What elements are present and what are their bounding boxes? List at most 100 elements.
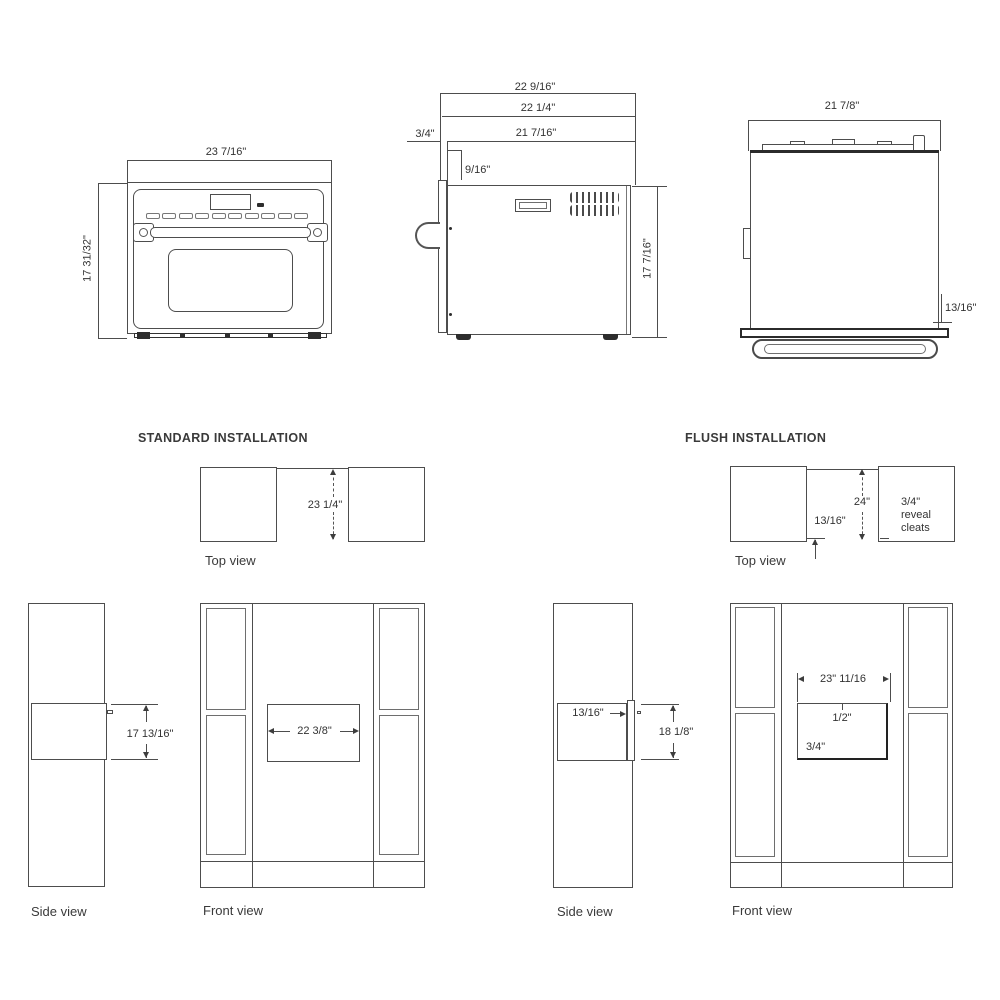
dim-side-height: 17 7/16": [641, 238, 654, 279]
foot: [603, 334, 618, 340]
extension-line: [440, 93, 441, 180]
dimension-line: [340, 731, 354, 732]
dim-cleat-offset: 13/16": [572, 707, 604, 719]
cutout-back-line: [277, 468, 348, 469]
dim-rear-width: 21 7/8": [824, 100, 860, 112]
dimension-line: [146, 706, 147, 722]
extension-line: [447, 141, 448, 186]
top-bump: [790, 141, 805, 145]
extension-line: [98, 338, 127, 339]
side-vents: [570, 192, 619, 203]
dimension-line: [862, 472, 863, 496]
panel: [206, 715, 246, 855]
leader-line: [815, 540, 816, 559]
handle-cap-detail: [139, 228, 148, 237]
vent-slot: [228, 213, 242, 219]
extension-line: [331, 160, 332, 182]
dim-reveal-bottom: 3/4": [806, 741, 826, 753]
top-view-label: Top view: [735, 553, 786, 568]
dim-opening-height: 17 13/16": [126, 728, 174, 740]
panel: [735, 713, 775, 857]
cabinet-left: [730, 466, 807, 542]
extension-line: [98, 183, 127, 184]
top-bump: [832, 139, 855, 145]
rating-plate-inner: [519, 202, 547, 209]
cabinet-left: [200, 467, 277, 542]
top-view-label: Top view: [205, 553, 256, 568]
dimension-line: [673, 743, 674, 758]
vent-slot: [179, 213, 193, 219]
dimension-line: [440, 93, 635, 94]
panel: [735, 607, 775, 708]
dim-depth-body: 21 7/16": [515, 127, 557, 139]
cutout-back-line: [807, 469, 878, 470]
dimension-line: [657, 186, 658, 337]
dim-door-thickness: 3/4": [415, 128, 435, 140]
extension-line: [940, 120, 941, 151]
hinge-dot: [449, 313, 452, 316]
dim-offset: 9/16": [465, 164, 491, 176]
front-view-label: Front view: [203, 903, 263, 918]
cleat-line: [807, 538, 825, 539]
panel: [908, 607, 948, 708]
base-tick: [268, 334, 273, 337]
hinge-dot: [449, 227, 452, 230]
opening-profile: [557, 703, 627, 761]
dim-cutout-depth: 23 1/4": [307, 499, 343, 511]
arrowhead-up: [670, 705, 676, 711]
front-edge-tick: [637, 711, 641, 714]
dim-reveal-top: 1/2": [832, 712, 852, 724]
arrowhead-right: [353, 728, 359, 734]
foot: [308, 332, 321, 339]
dimension-line: [333, 472, 334, 497]
rear-top-edge: [750, 150, 939, 153]
front-edge-tick: [107, 710, 113, 714]
extension-line: [127, 160, 128, 182]
base-plate: [740, 328, 949, 338]
extension-line: [111, 759, 158, 760]
toe-kick-line: [730, 862, 953, 863]
stile-line: [781, 603, 782, 888]
door-window: [168, 249, 293, 312]
cabinet-right: [878, 466, 955, 542]
stile-line: [373, 603, 374, 888]
extension-line: [632, 337, 667, 338]
dimension-line: [442, 116, 635, 117]
arrowhead-left: [268, 728, 274, 734]
extension-line: [641, 704, 679, 705]
flush-installation-title: FLUSH INSTALLATION: [685, 431, 827, 445]
rear-panel-line: [626, 186, 627, 334]
arrowhead-down: [670, 752, 676, 758]
center-tick: [842, 704, 843, 710]
foot: [456, 334, 471, 340]
door-handle-bar: [150, 227, 311, 238]
dimension-line: [333, 512, 334, 539]
dim-cutout-depth: 24": [853, 496, 871, 508]
reveal-note-line3: cleats: [901, 522, 930, 534]
reveal-note-line1: 3/4": [901, 496, 921, 508]
dim-depth-mid: 22 1/4": [520, 102, 556, 114]
vent-slot: [212, 213, 226, 219]
dimension-line: [146, 744, 147, 758]
arrowhead-right: [620, 711, 626, 717]
extension-line: [461, 150, 462, 180]
extension-line: [632, 186, 667, 187]
vent-slot: [294, 213, 308, 219]
control-button: [257, 203, 264, 207]
arrowhead-down: [859, 534, 865, 540]
panel: [206, 608, 246, 710]
arrowhead-down: [143, 752, 149, 758]
dim-opening-width: 23" 11/16: [820, 673, 866, 685]
dimension-line: [274, 731, 290, 732]
side-vents: [570, 205, 619, 216]
arrowhead-up: [859, 469, 865, 475]
arrowhead-up: [143, 705, 149, 711]
leader-line: [610, 713, 624, 714]
extension-line: [447, 150, 461, 151]
arrowhead-up: [812, 539, 818, 545]
extension-line: [635, 93, 636, 185]
dimension-line: [98, 183, 99, 339]
arrowhead-down: [330, 534, 336, 540]
vent-slot: [162, 213, 176, 219]
